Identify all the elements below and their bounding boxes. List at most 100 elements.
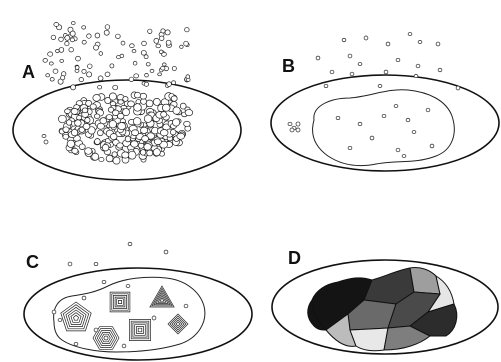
particle (116, 34, 121, 39)
particle (118, 100, 123, 105)
particle (102, 280, 106, 283)
particle (184, 121, 191, 126)
particle (85, 117, 90, 122)
particle (83, 123, 90, 129)
particle (290, 128, 294, 132)
particle (296, 122, 300, 126)
particle (185, 109, 193, 115)
particle (93, 45, 98, 50)
particle (61, 76, 65, 80)
particle (430, 144, 434, 148)
particle (133, 118, 141, 126)
particle (456, 86, 460, 90)
particle (128, 242, 132, 245)
particle (394, 104, 398, 107)
particle (128, 101, 135, 107)
particle (186, 75, 190, 79)
particle (316, 56, 320, 60)
particle (156, 44, 161, 48)
particle (65, 35, 70, 40)
particle (71, 21, 75, 24)
particle (384, 70, 388, 74)
particle (159, 36, 164, 41)
particle (71, 108, 78, 114)
particle (170, 130, 176, 135)
particle (184, 304, 188, 308)
particle (130, 44, 135, 48)
particle (336, 116, 340, 119)
particle (414, 74, 418, 77)
particle (134, 92, 140, 98)
particle (63, 127, 69, 133)
particle (79, 144, 85, 150)
particle (348, 146, 352, 149)
particle (140, 127, 147, 133)
particle (60, 59, 64, 62)
particle (71, 85, 76, 90)
particle (59, 37, 64, 41)
particle (82, 40, 86, 44)
particle (44, 140, 48, 144)
particle (150, 69, 154, 72)
particle (123, 96, 128, 101)
particle (42, 134, 46, 137)
particle (164, 250, 168, 254)
particle (87, 72, 92, 77)
particle (54, 23, 59, 27)
particle (66, 120, 71, 126)
particle (75, 120, 82, 127)
particle (159, 50, 163, 54)
particle (76, 56, 81, 61)
particle (95, 33, 100, 38)
particle (94, 328, 98, 332)
particle (70, 31, 75, 36)
particle (370, 136, 374, 140)
particle (396, 58, 400, 61)
particle (171, 96, 177, 102)
particle (52, 310, 56, 314)
particle (109, 120, 116, 127)
particle (416, 64, 420, 68)
particle (82, 296, 86, 300)
particle (98, 85, 102, 89)
particle (140, 150, 145, 156)
particle (146, 63, 150, 66)
particle (162, 104, 170, 111)
particle (152, 316, 156, 320)
particle (122, 344, 126, 348)
panel-b-droplet (313, 90, 455, 166)
particle (296, 128, 300, 132)
particle (153, 149, 160, 156)
particle (121, 41, 125, 45)
particle (288, 122, 292, 125)
particle (438, 68, 442, 71)
particle (49, 62, 53, 65)
particle (140, 93, 147, 99)
particle (180, 45, 184, 48)
particle (93, 95, 101, 102)
particle (90, 104, 96, 109)
particle (126, 284, 130, 287)
panel-a-label: A (22, 62, 35, 82)
particle (173, 107, 180, 114)
particle (99, 52, 103, 56)
particle (436, 42, 440, 46)
particle (117, 113, 124, 119)
particle (58, 318, 62, 321)
particle (113, 85, 118, 90)
particle (154, 38, 159, 43)
particle (158, 73, 162, 76)
panel-b: B (271, 32, 499, 171)
panel-d: D (272, 248, 498, 354)
particle (396, 148, 400, 152)
particle (128, 151, 136, 159)
particle (161, 29, 165, 33)
particle (102, 144, 109, 151)
particle (426, 108, 430, 112)
particle (109, 93, 116, 100)
particle (162, 63, 166, 66)
particle (142, 136, 149, 142)
particle (97, 130, 103, 136)
particle (95, 139, 101, 145)
